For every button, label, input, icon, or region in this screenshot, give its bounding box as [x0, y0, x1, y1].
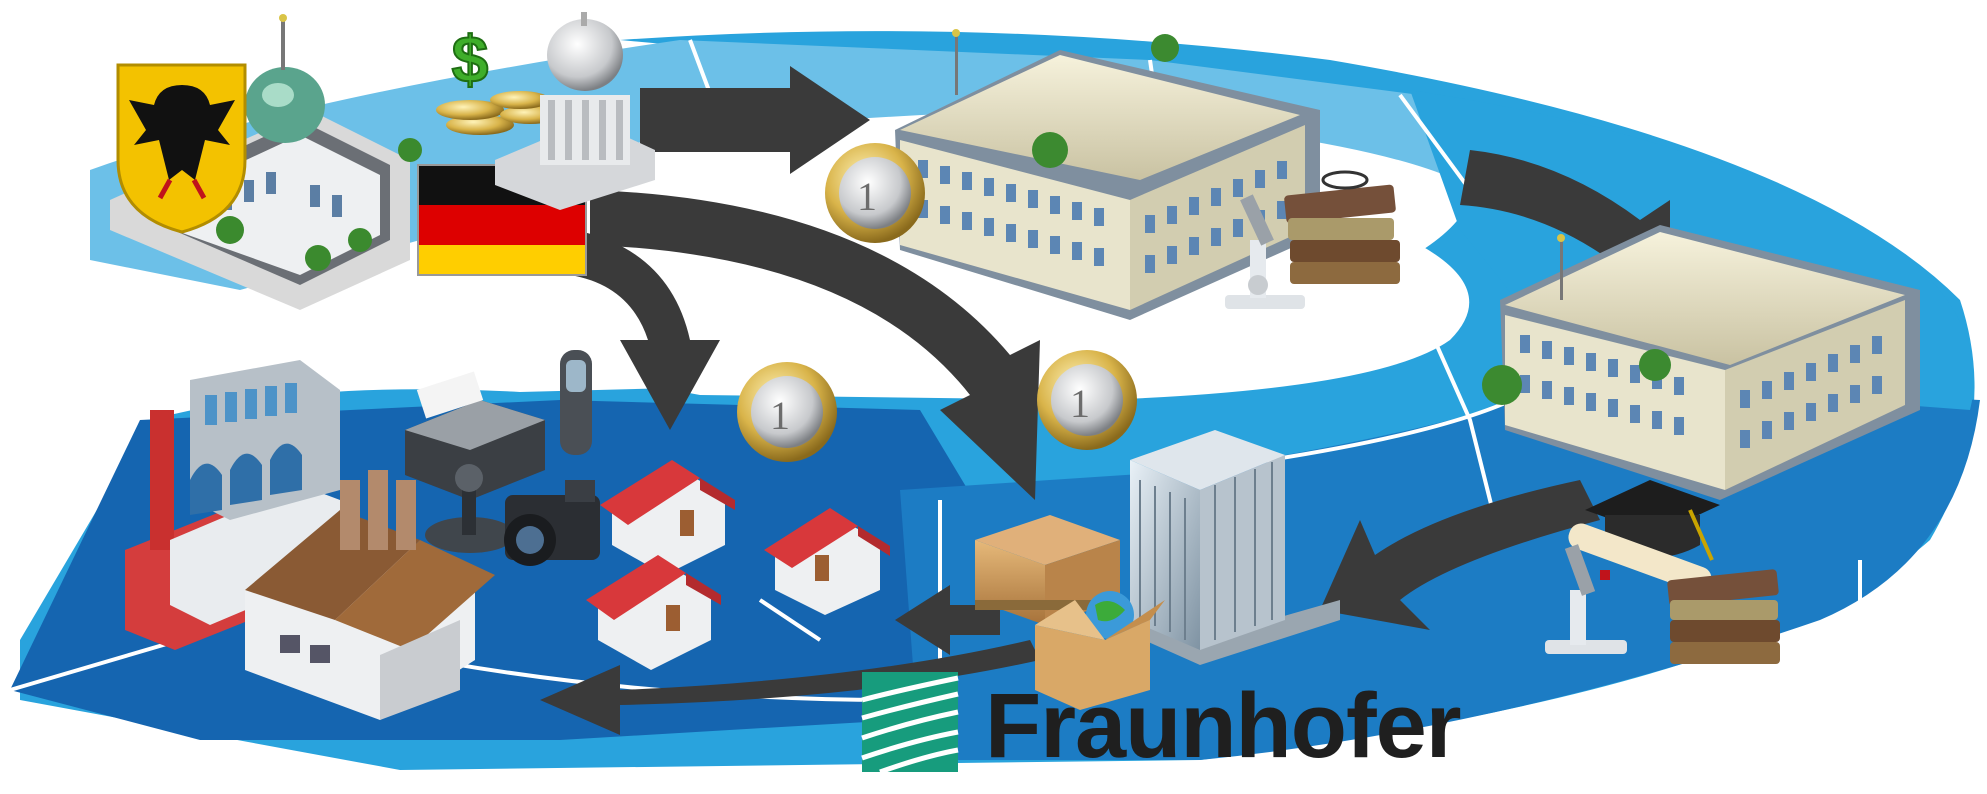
books-icon: [1667, 569, 1780, 664]
one-euro-coin-icon: 1: [737, 362, 837, 462]
house-icon: [764, 508, 890, 615]
arrow-institute-to-fraunhofer: [1320, 480, 1600, 630]
books-icon: [1284, 170, 1400, 284]
voice-recorder-icon: [560, 350, 592, 455]
svg-text:1: 1: [857, 174, 877, 219]
university-building-icon: [895, 29, 1320, 320]
fraunhofer-logo-mark-icon: [861, 672, 959, 775]
arrow-fraunhofer-to-houses: [895, 585, 1000, 655]
research-institute-building-icon: [1482, 225, 1920, 500]
svg-text:$: $: [452, 22, 489, 96]
federal-eagle-coat-of-arms-icon: [116, 63, 247, 234]
one-euro-coin-icon: 1: [825, 143, 925, 243]
joystick-icon: [425, 464, 515, 553]
diploma-scroll-icon: [1568, 523, 1712, 593]
one-euro-coin-icon: 1: [1037, 350, 1137, 450]
arrow-government-to-industry: [570, 230, 720, 430]
printer-icon: [405, 371, 545, 500]
government-building-icon: [110, 14, 422, 310]
house-icon: [586, 555, 721, 670]
house-icon: [600, 460, 735, 575]
arrow-government-to-fraunhofer: [590, 190, 1040, 500]
arrow-government-to-university: [640, 66, 870, 174]
fraunhofer-logo-text: Fraunhofer: [985, 675, 1462, 777]
camera-icon: [504, 480, 600, 566]
open-box-globe-icon: [1035, 591, 1165, 710]
domed-treasury-building-icon: [495, 12, 655, 210]
microscope-icon: [1225, 194, 1305, 309]
arrow-fraunhofer-to-factory: [540, 640, 1040, 735]
svg-text:1: 1: [1070, 381, 1090, 426]
office-tower-icon: [1110, 430, 1340, 665]
microscope-icon: [1545, 544, 1627, 654]
warehouse-icon: [245, 470, 495, 720]
svg-text:1: 1: [770, 393, 790, 438]
